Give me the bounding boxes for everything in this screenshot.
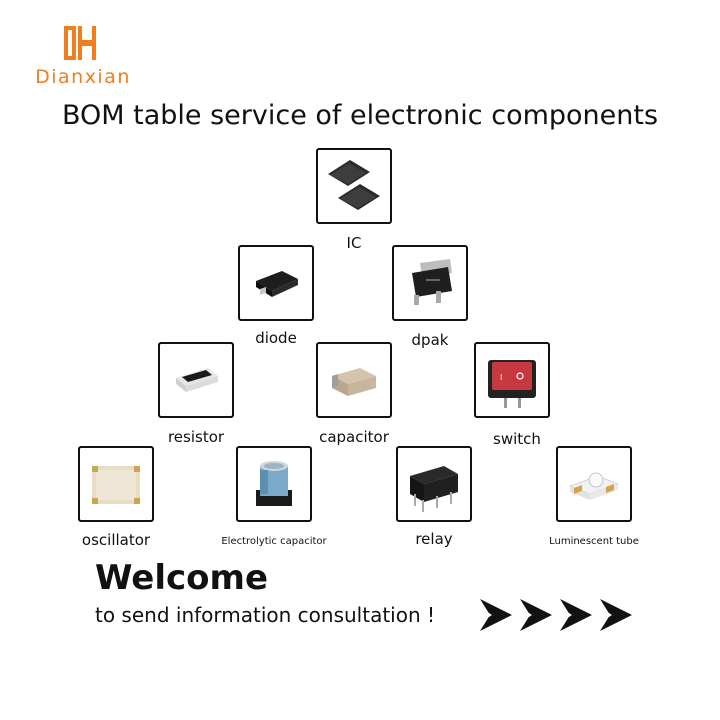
relay-icon [410,466,458,512]
component-card-dpak [392,245,468,321]
resistor-icon [176,368,218,392]
diode-icon [256,271,298,297]
led-icon [568,472,620,500]
component-label-dpak: dpak [411,331,449,349]
svg-text:I: I [500,373,502,382]
component-label-relay: relay [415,530,453,548]
component-label-capacitor: capacitor [319,428,389,446]
play-arrow-icon [520,599,552,631]
play-arrow-icon [600,599,632,631]
component-label-ic: IC [346,234,362,252]
component-label-electrolytic: Electrolytic capacitor [221,536,327,547]
component-label-resistor: resistor [167,428,225,446]
component-card-oscillator [78,446,154,522]
consultation-text: to send information consultation ! [95,603,436,627]
component-card-switch: I [474,342,550,418]
ic-chip-icon [328,160,380,210]
component-label-switch: switch [493,430,541,448]
component-label-diode: diode [255,329,297,347]
welcome-heading: Welcome [95,558,269,598]
brand-name: Dianxian [35,66,131,88]
page-title: BOM table service of electronic componen… [61,100,659,131]
electrolytic-capacitor-icon [256,461,292,506]
component-card-capacitor [316,342,392,418]
rocker-switch-icon: I [488,360,536,408]
dpak-icon [412,259,452,305]
component-card-luminescent [556,446,632,522]
play-arrow-icon [480,599,512,631]
component-card-ic [316,148,392,224]
dianxian-logo-icon [64,26,96,60]
play-arrow-icon [560,599,592,631]
oscillator-icon [92,466,140,504]
component-label-oscillator: oscillator [81,531,151,549]
arrow-row [478,597,638,637]
component-card-electrolytic [236,446,312,522]
component-card-diode [238,245,314,321]
capacitor-icon [332,368,376,396]
brand-logo: Dianxian [18,22,148,92]
component-label-luminescent: Luminescent tube [549,536,639,547]
component-card-relay [396,446,472,522]
component-card-resistor [158,342,234,418]
